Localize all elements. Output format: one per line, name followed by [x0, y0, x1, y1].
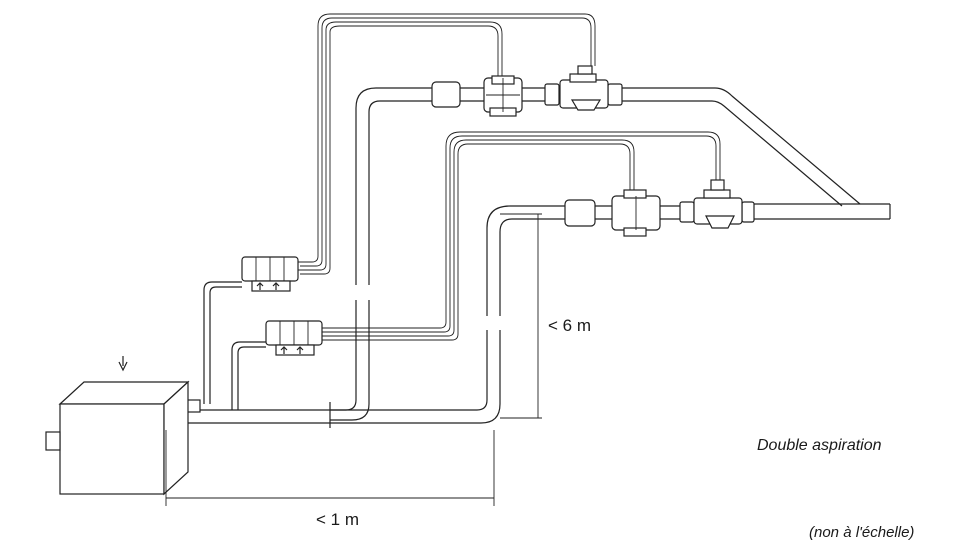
upper-ball-valve — [483, 75, 523, 117]
lower-sensor-tubing — [320, 131, 721, 341]
diagram-caption: Double aspiration — [757, 437, 882, 454]
upper-filter-valve — [559, 65, 609, 111]
tank — [45, 356, 190, 496]
lower-pipe — [464, 199, 891, 424]
height-limit-label: < 6 m — [548, 316, 591, 335]
bottom-manifold — [163, 399, 464, 428]
height-dimension — [500, 213, 542, 419]
upper-sensor-tubing — [297, 13, 596, 275]
lower-ball-valve — [611, 189, 661, 237]
lower-filter-valve — [693, 179, 743, 229]
pump-1 — [241, 256, 299, 292]
length-limit-label: < 1 m — [316, 510, 359, 529]
pump-suction-pipes — [203, 281, 266, 410]
scale-note: (non à l'échelle) — [809, 524, 915, 541]
pump-2 — [265, 320, 323, 356]
upper-pipe — [330, 81, 861, 421]
length-dimension — [165, 430, 495, 506]
